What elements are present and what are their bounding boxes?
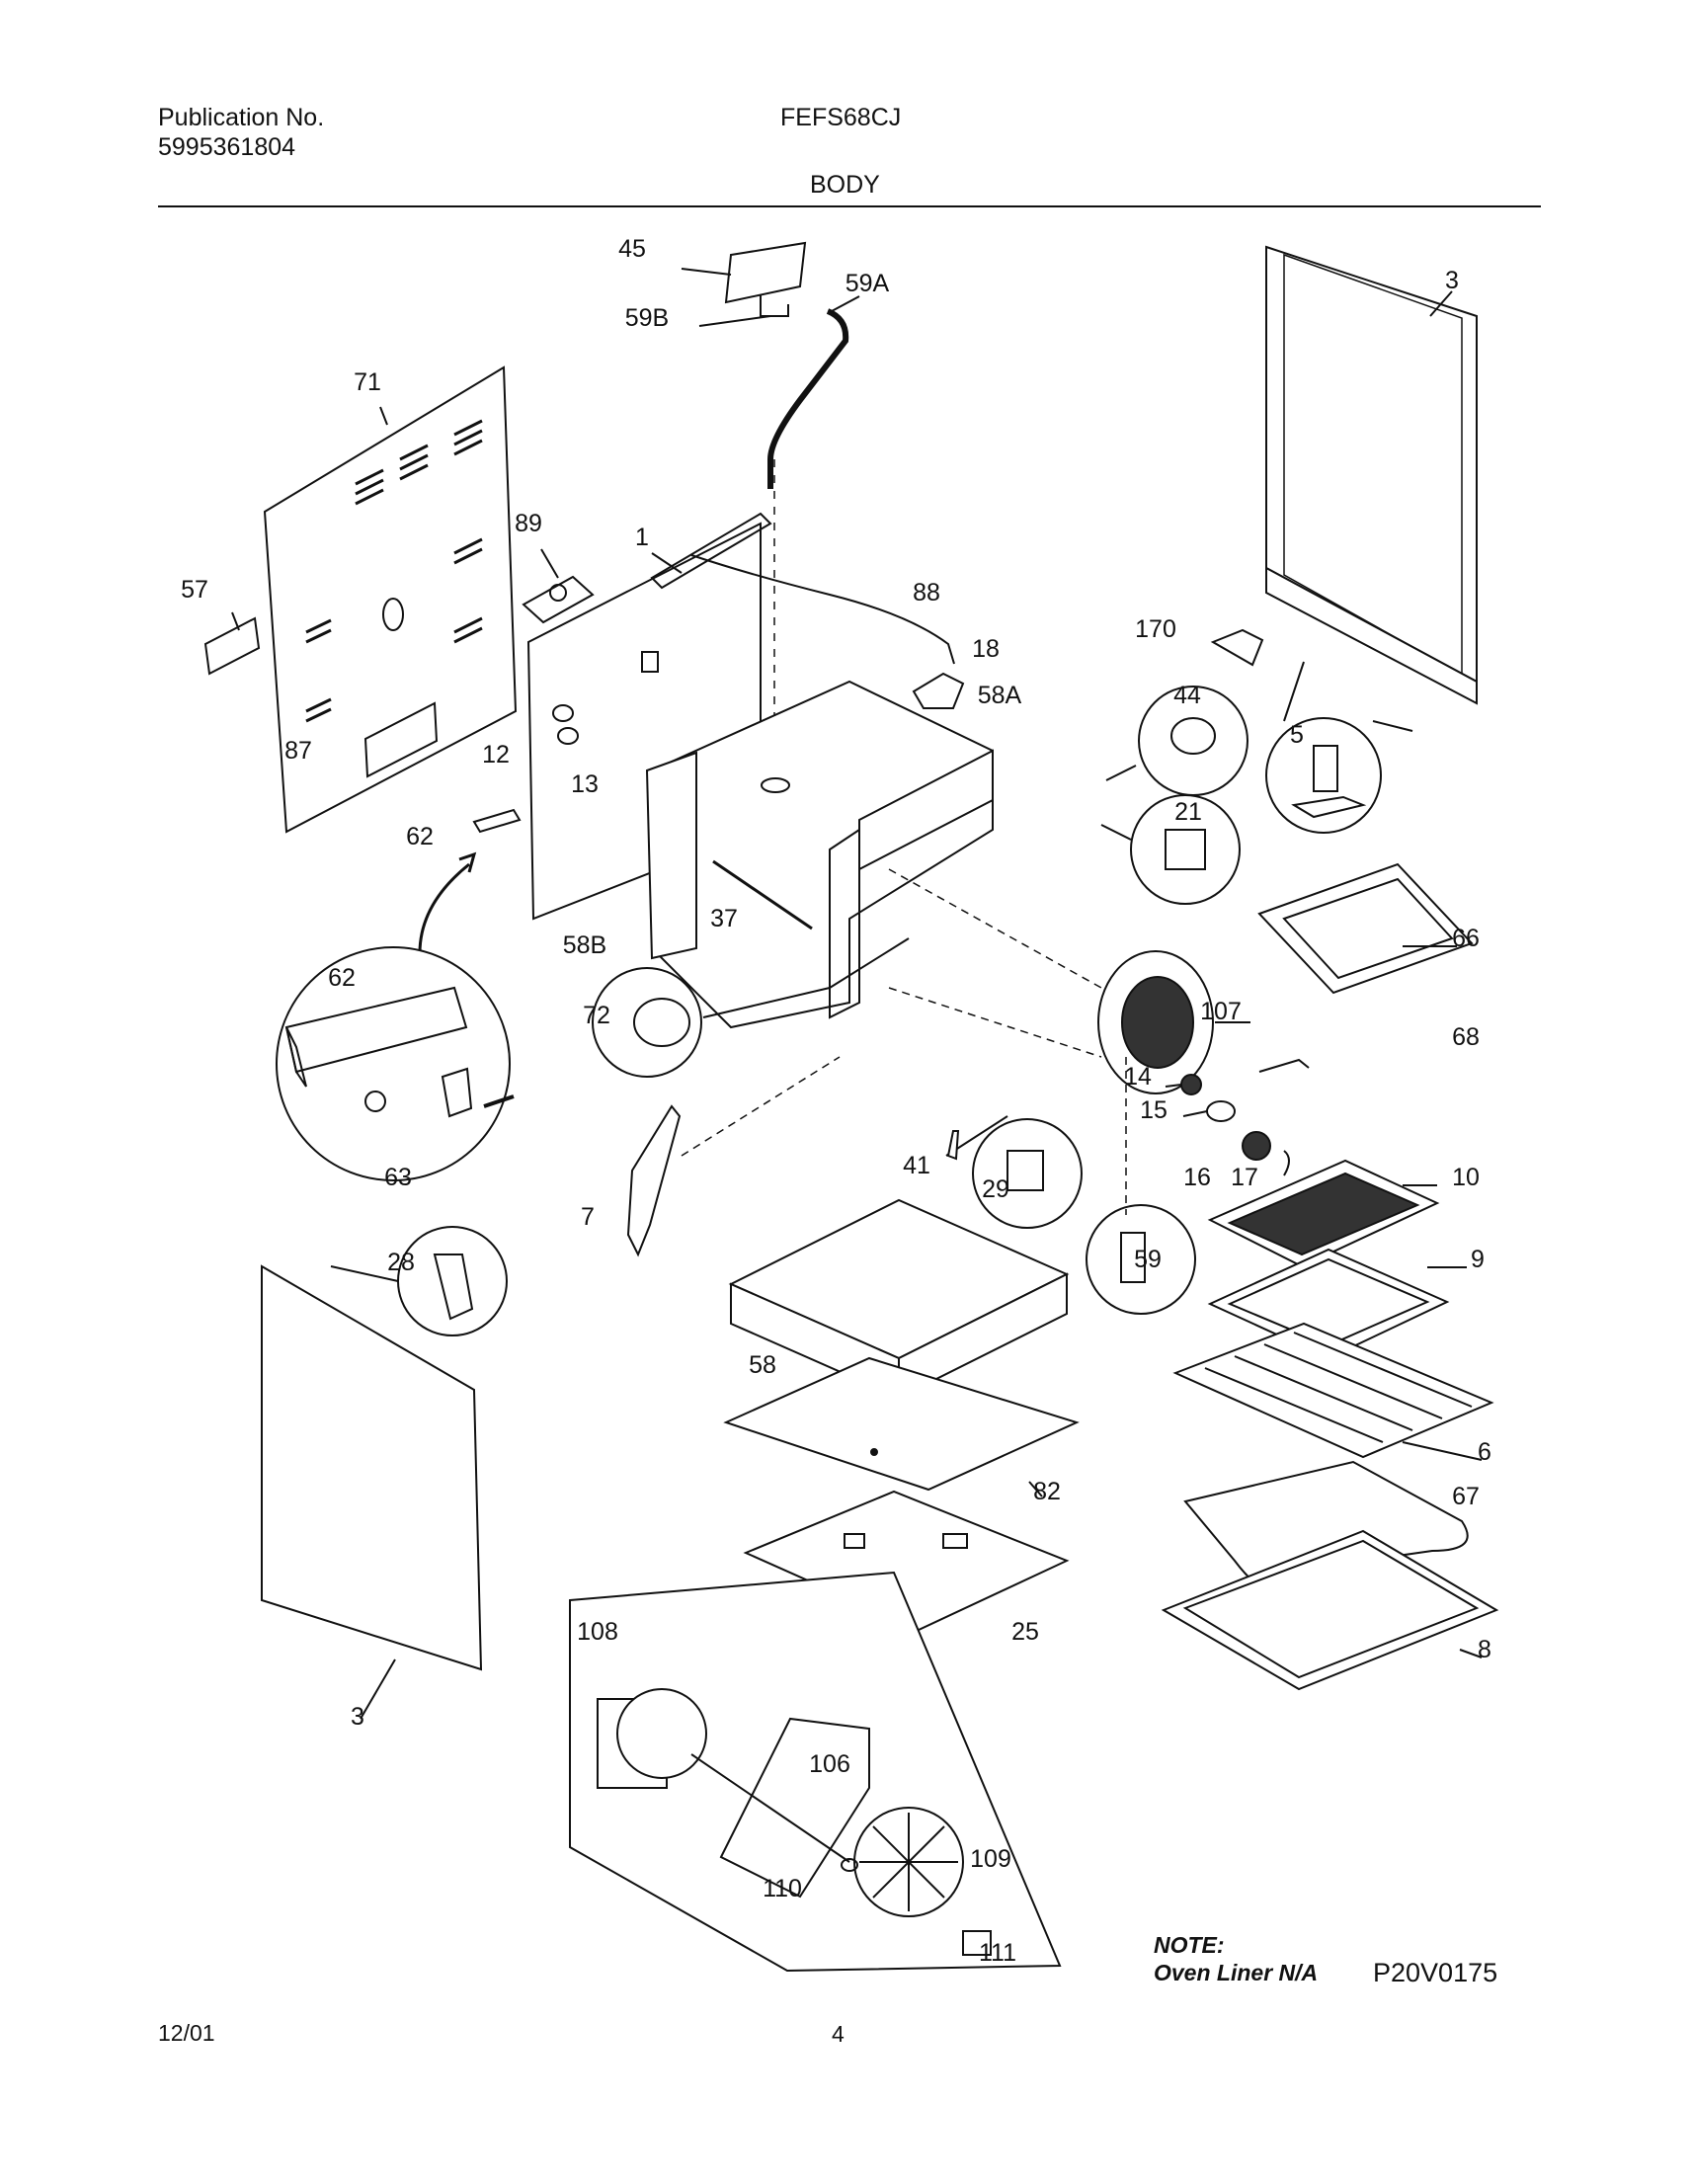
callout-63: 63 xyxy=(384,1164,412,1191)
callout-58A: 58A xyxy=(978,682,1022,709)
heat-shield-part xyxy=(723,1356,1080,1497)
callout-9: 9 xyxy=(1471,1246,1485,1273)
callout-10: 10 xyxy=(1452,1164,1480,1191)
light-lens-detail-part xyxy=(592,937,910,1078)
broil-element-part xyxy=(1257,862,1474,1073)
callout-8: 8 xyxy=(1478,1636,1491,1663)
terminal-block-small-part xyxy=(472,808,522,834)
convection-fan-cover-part xyxy=(888,868,1250,1094)
callout-82: 82 xyxy=(1033,1478,1061,1505)
callout-111: 111 xyxy=(979,1939,1016,1967)
vent-tube-detail-part xyxy=(1086,1057,1196,1315)
leveling-leg-detail-part xyxy=(1265,661,1413,834)
note-title: NOTE: xyxy=(1154,1932,1225,1958)
oven-insulation-upper-part xyxy=(651,680,994,1029)
callout-29: 29 xyxy=(982,1175,1009,1203)
callout-110: 110 xyxy=(763,1875,802,1902)
door-stop-part xyxy=(946,1130,960,1161)
oven-sensor-part xyxy=(712,859,813,930)
publication-number: 5995361804 xyxy=(158,133,296,161)
door-hinge-part xyxy=(626,1104,682,1257)
section-title: BODY xyxy=(810,171,880,199)
oven-insulation-side-part xyxy=(645,751,697,960)
callout-41: 41 xyxy=(903,1152,930,1179)
callout-3: 3 xyxy=(351,1703,364,1731)
publication-label: Publication No. xyxy=(158,104,325,131)
callout-16: 16 xyxy=(1183,1164,1211,1191)
callout-44: 44 xyxy=(1173,682,1201,709)
back-panel-part xyxy=(263,365,518,834)
oven-bottom-part xyxy=(1161,1529,1499,1691)
callout-108: 108 xyxy=(577,1618,618,1646)
callout-5: 5 xyxy=(1290,721,1304,749)
callout-59B: 59B xyxy=(625,304,669,332)
switch-detail-part xyxy=(1100,794,1241,905)
callout-106: 106 xyxy=(809,1750,850,1778)
callout-58: 58 xyxy=(749,1351,776,1379)
callout-58B: 58B xyxy=(563,931,606,959)
wiring-harness-part xyxy=(690,554,955,665)
callout-1: 1 xyxy=(635,524,649,551)
figure-code: P20V0175 xyxy=(1373,1958,1498,1987)
callout-25: 25 xyxy=(1011,1618,1039,1646)
callout-21: 21 xyxy=(1174,798,1202,826)
callout-89: 89 xyxy=(515,510,542,537)
callout-109: 109 xyxy=(970,1845,1011,1873)
callout-15: 15 xyxy=(1140,1096,1168,1124)
callout-59A: 59A xyxy=(846,270,890,297)
latch-bracket-part xyxy=(912,672,965,709)
footer-date: 12/01 xyxy=(158,2020,215,2046)
note-text: Oven Liner N/A xyxy=(1154,1960,1319,1985)
hinge-bracket-part xyxy=(522,548,595,624)
callout-72: 72 xyxy=(583,1002,610,1029)
callout-66: 66 xyxy=(1452,925,1480,952)
callout-37: 37 xyxy=(710,905,738,932)
callout-28: 28 xyxy=(387,1249,415,1276)
callout-14: 14 xyxy=(1124,1063,1152,1091)
side-panel-bottom-part xyxy=(261,1264,483,1720)
oven-rack-part xyxy=(1172,1322,1494,1461)
callout-17: 17 xyxy=(1231,1164,1258,1191)
broiler-grid-part xyxy=(1207,1159,1440,1268)
callout-45: 45 xyxy=(618,235,646,263)
callout-62: 62 xyxy=(406,823,434,850)
header-rule xyxy=(158,205,1541,207)
callout-87: 87 xyxy=(284,737,312,765)
page-number: 4 xyxy=(832,2021,845,2047)
panel-clip-detail-part xyxy=(330,1226,508,1336)
callout-68: 68 xyxy=(1452,1023,1480,1051)
callout-18: 18 xyxy=(972,635,1000,663)
callout-67: 67 xyxy=(1452,1483,1480,1510)
small-cover-plate-part xyxy=(203,611,261,676)
callout-59: 59 xyxy=(1134,1246,1162,1273)
callout-7: 7 xyxy=(581,1203,595,1231)
callout-6: 6 xyxy=(1478,1438,1491,1466)
callout-13: 13 xyxy=(571,770,599,798)
model-number: FEFS68CJ xyxy=(780,104,902,131)
callout-57: 57 xyxy=(181,576,208,604)
callout-62: 62 xyxy=(328,964,356,992)
oven-light-parts xyxy=(1165,1074,1290,1176)
callout-71: 71 xyxy=(354,368,381,396)
callout-107: 107 xyxy=(1200,998,1242,1025)
top-bracket-part xyxy=(681,241,807,327)
side-panel-top-part xyxy=(1265,245,1478,705)
callout-12: 12 xyxy=(482,741,510,768)
convection-fan-assembly-box xyxy=(569,1571,1062,1973)
callout-170: 170 xyxy=(1135,615,1176,643)
terminal-block-detail-part xyxy=(276,946,515,1181)
callout-88: 88 xyxy=(913,579,940,607)
door-latch-detail-part xyxy=(945,1115,1083,1229)
anti-tip-bracket-part xyxy=(1210,628,1264,667)
callout-arrow xyxy=(418,862,470,954)
callout-3: 3 xyxy=(1445,267,1459,294)
